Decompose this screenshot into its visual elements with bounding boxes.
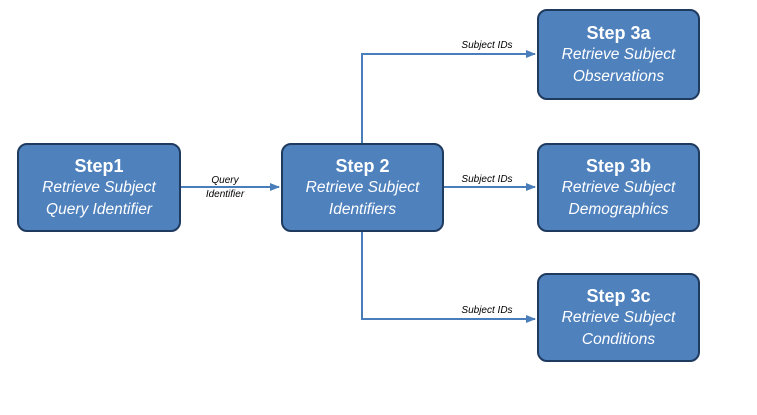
step3c-box: Step 3c Retrieve Subject Conditions <box>537 273 700 362</box>
edge-label-query-line2: Identifier <box>205 189 245 200</box>
edge-label-subject-ids-3a: Subject IDs <box>461 40 513 51</box>
step3a-box: Step 3a Retrieve Subject Observations <box>537 9 700 100</box>
step3c-title: Step 3c <box>586 285 651 306</box>
step3a-text-line1: Retrieve Subject <box>561 45 676 63</box>
step3b-box: Step 3b Retrieve Subject Demographics <box>537 143 700 232</box>
step3b-text-line2: Demographics <box>568 200 669 218</box>
edge-label-query-line1: Query <box>211 175 239 186</box>
arrow-step2-to-step3a <box>361 50 536 143</box>
step2-title: Step 2 <box>335 155 390 176</box>
edge-label-subject-ids-3c: Subject IDs <box>461 305 513 316</box>
arrow-step2-to-step3c <box>361 232 536 323</box>
edge-label-subject-ids-3b: Subject IDs <box>461 174 513 185</box>
step2-box: Step 2 Retrieve Subject Identifiers <box>281 143 444 232</box>
step3a-title: Step 3a <box>586 22 651 43</box>
step2-text-line2: Identifiers <box>328 200 397 218</box>
step1-title: Step1 <box>74 155 124 176</box>
step2-text-line1: Retrieve Subject <box>305 178 420 196</box>
step3b-text-line1: Retrieve Subject <box>561 178 676 196</box>
step3b-title: Step 3b <box>585 155 651 176</box>
step3c-text-line1: Retrieve Subject <box>561 308 676 326</box>
step1-box: Step1 Retrieve Subject Query Identifier <box>17 143 181 232</box>
step3a-text-line2: Observations <box>572 67 665 85</box>
step1-text-line2: Query Identifier <box>46 200 152 218</box>
step1-text-line1: Retrieve Subject <box>42 178 156 196</box>
step3c-text-line2: Conditions <box>581 330 656 348</box>
